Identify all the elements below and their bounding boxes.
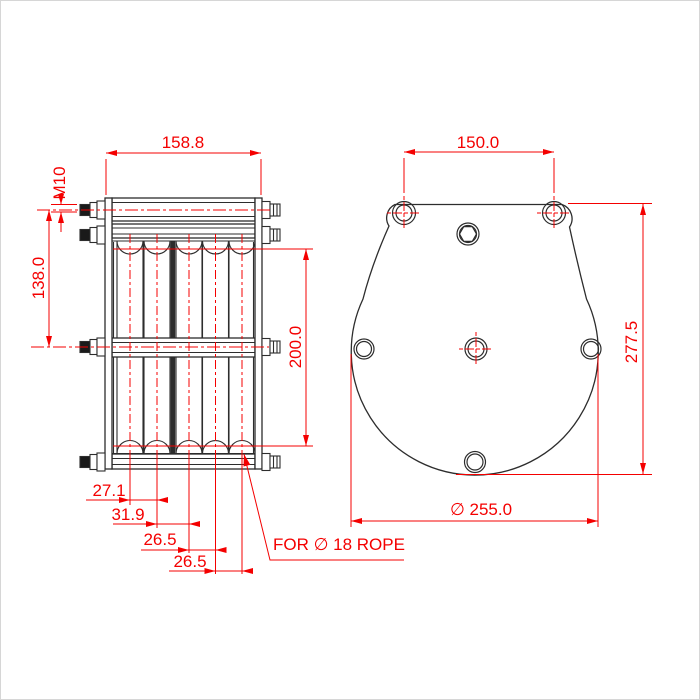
hex-nut-flats (458, 226, 478, 242)
dim-groove-pitch-4: 26.5 (173, 551, 207, 571)
rail-inner-lines (112, 202, 255, 465)
dim-overall-width: 158.8 (161, 132, 205, 152)
plate-outline (350, 203, 599, 476)
dim-plate-diameter: ∅ 255.0 (449, 499, 513, 519)
right-side-plate (254, 197, 263, 470)
dim-groove-pitch-1: 27.1 (92, 480, 126, 500)
dim-overall-height: 277.5 (621, 320, 641, 364)
left-side-plate (104, 197, 113, 470)
top-groove-scallops (112, 240, 256, 255)
dim-bolt-spacing: 138.0 (28, 256, 48, 300)
dim-groove-pitch-2: 31.9 (111, 504, 145, 524)
right-hex-nuts (261, 200, 281, 472)
dimension-arrows (46, 149, 646, 574)
second-rail (111, 223, 256, 239)
left-bolts (79, 200, 106, 472)
note-rope-size: FOR ∅ 18 ROPE (273, 534, 405, 554)
dim-top-hole-spacing: 150.0 (456, 132, 500, 152)
dim-groove-pitch-3: 26.5 (143, 529, 177, 549)
bottom-rail (111, 453, 256, 470)
dim-sheave-axis-spacing: 200.0 (285, 325, 305, 369)
dim-bolt-thread: M10 (49, 166, 69, 200)
front-view-geometry (79, 197, 281, 472)
bottom-groove-scallops (112, 439, 256, 455)
plate-holes (353, 200, 602, 474)
